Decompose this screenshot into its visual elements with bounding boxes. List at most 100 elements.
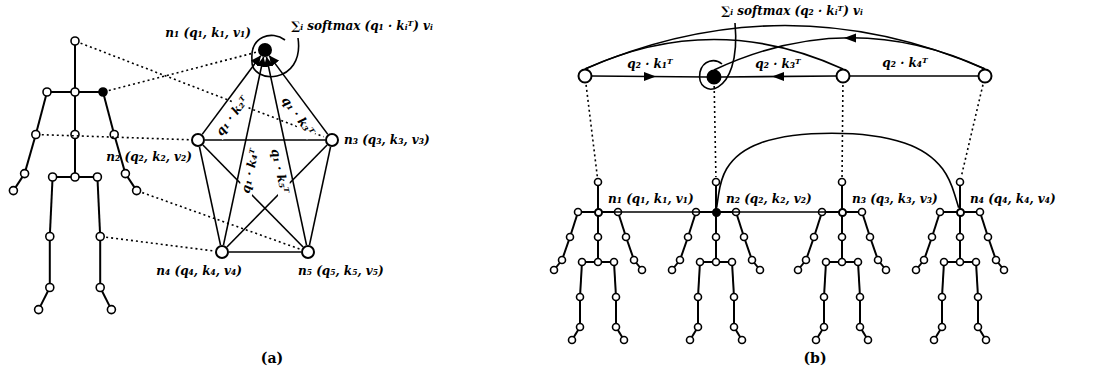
skeleton-joint [611,259,618,266]
skeleton-joint [883,267,890,274]
skeleton-joint [729,259,736,266]
skeleton-joint [867,234,874,241]
skeleton-joint [929,234,936,241]
skeleton-joint [96,284,104,292]
skeleton-bone [49,237,51,288]
skeleton-bone [615,297,617,327]
dotted-correspondence-line [961,85,983,177]
graph-node: n₂ (q₂, k₂, v₂) [712,208,721,217]
skeleton-joint [21,170,29,178]
skeleton-joint [985,234,992,241]
skeleton-joint [623,234,630,241]
skeleton-joint [71,37,79,45]
graph-node: n₃ (q₃, k₃, v₃) [325,133,339,147]
formula-loop [252,35,299,76]
skeleton-joint [821,324,828,331]
skeleton-joint [595,179,602,186]
skeleton-joint [957,179,964,186]
skeleton-joint [687,337,694,344]
dotted-correspondence-line [42,135,189,140]
skeleton-joint [107,306,115,314]
arrowhead [772,72,784,81]
node-circle-outline [325,133,339,147]
skeleton-bone [976,262,978,297]
node-label: n₄ (q₄, k₄, v₄) [970,192,1056,206]
annotation-label: (a) [261,350,283,366]
skeleton-joint [577,324,584,331]
skeleton-joint [855,259,862,266]
edge-label: q₁ · k₄ᵀ [238,145,262,196]
dotted-correspondence-line [81,43,324,137]
skeleton-joint [46,233,54,241]
node-circle-outline [594,208,603,217]
skeleton-bone [50,177,53,237]
skeleton-joint [713,179,720,186]
graph-node: n₁ (q₁, k₁, v₁) [258,43,272,57]
node-circle [192,134,204,146]
skeleton-joint [32,131,40,139]
skeleton-joint [71,131,79,139]
arrowhead [844,34,856,43]
attention-node [837,70,850,83]
skeleton-joint [631,257,638,264]
skeleton-joint [613,324,620,331]
skeleton-joint [133,187,141,195]
node-circle [839,209,846,216]
dotted-correspondence-line [109,52,256,90]
skeleton-joint [731,324,738,331]
skeleton-joint [613,294,620,301]
skeleton-bone [697,297,699,327]
skeleton-joint [749,257,756,264]
skeleton-joint [939,294,946,301]
skeleton-joint [931,337,938,344]
edge-label: q₁ · k₅ᵀ [268,145,292,196]
skeleton-joint [669,267,676,274]
skeleton-joint [975,294,982,301]
annotation-label: q₂ · k₃ᵀ [753,57,802,71]
skeleton-joint [49,173,57,181]
skeleton-bone [732,262,734,297]
skeleton-joint [695,294,702,301]
node-circle-outline [191,133,205,147]
skeleton-joint [993,257,1000,264]
skeleton-joint [957,259,964,266]
skeleton-bone [823,297,825,327]
skeleton-joint [823,259,830,266]
skeleton-joint [731,294,738,301]
skeleton-bone [74,41,76,92]
graph-edge [203,145,303,247]
skeleton-joint [795,267,802,274]
skeleton-joint [1001,267,1008,274]
attention-node [579,70,592,83]
arrowhead [644,72,656,81]
skeleton-bone [733,297,735,327]
skeleton-joint [957,234,964,241]
dotted-correspondence-line [841,85,843,177]
graph-node: n₅ (q₅, k₅, v₅) [301,245,315,259]
node-circle [595,209,602,216]
skeleton-bone [858,262,860,297]
skeleton-joint [559,257,566,264]
node-label: n₂ (q₂, k₂, v₂) [106,150,192,164]
annotation-label: ∑ᵢ softmax (q₁ · kᵢᵀ) vᵢ [291,19,433,33]
skeleton-joint [913,267,920,274]
skeleton-joint [595,259,602,266]
node-circle [713,209,720,216]
skeleton-bone [824,262,826,297]
skeleton-joint [741,234,748,241]
skeleton-bone [74,135,76,178]
attention-line [850,75,978,77]
dotted-correspondence-line [106,237,213,251]
node-label: n₁ (q₁, k₁, v₁) [608,192,694,206]
skeleton-joint [579,259,586,266]
graph-node: n₂ (q₂, k₂, v₂) [191,133,205,147]
graph-edge [229,251,301,253]
node-circle-outline [258,43,272,57]
graph-edge [717,133,959,207]
skeleton-bone [74,92,76,135]
skeleton-joint [569,337,576,344]
skeleton-joint [99,88,107,96]
dotted-correspondence-line [586,85,597,177]
skeleton-joint [839,259,846,266]
